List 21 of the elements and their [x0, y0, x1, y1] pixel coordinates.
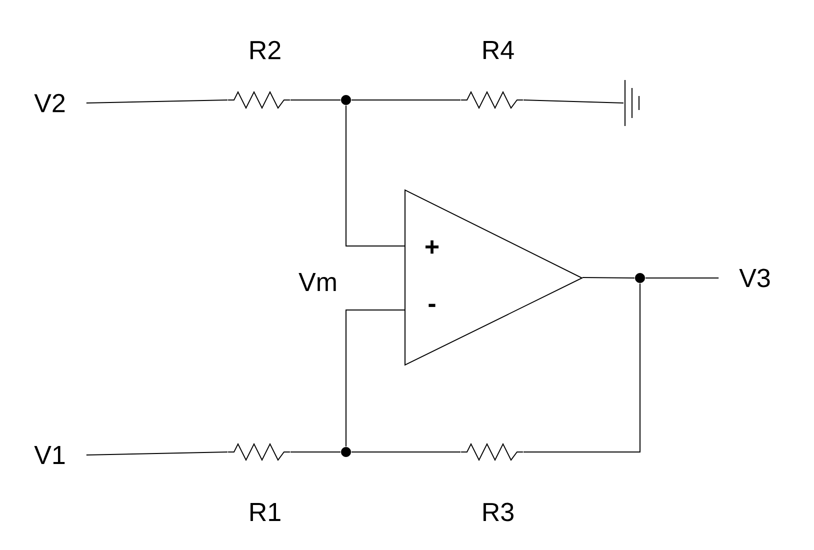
component-label: R2: [250, 40, 280, 60]
wire: [86, 100, 228, 104]
node-label: Vm: [298, 273, 336, 291]
wire: [346, 105, 405, 246]
wire: [582, 277, 635, 278]
junction-dot: [341, 95, 351, 105]
ground-symbol: [624, 80, 640, 126]
terminal-label: V1: [34, 446, 65, 464]
component-label: R4: [484, 41, 514, 59]
input-sign: +: [426, 240, 439, 254]
input-sign: -: [428, 304, 436, 307]
terminal-label: V3: [739, 268, 770, 288]
wire: [346, 310, 405, 447]
terminal-label: V2: [34, 94, 65, 112]
component-label: R3: [484, 502, 514, 522]
wire: [86, 452, 228, 456]
wire: [523, 100, 624, 104]
component-label: R1: [250, 503, 280, 521]
wire: [523, 283, 640, 452]
junction-dot: [341, 447, 351, 457]
junction-dot: [635, 273, 645, 283]
